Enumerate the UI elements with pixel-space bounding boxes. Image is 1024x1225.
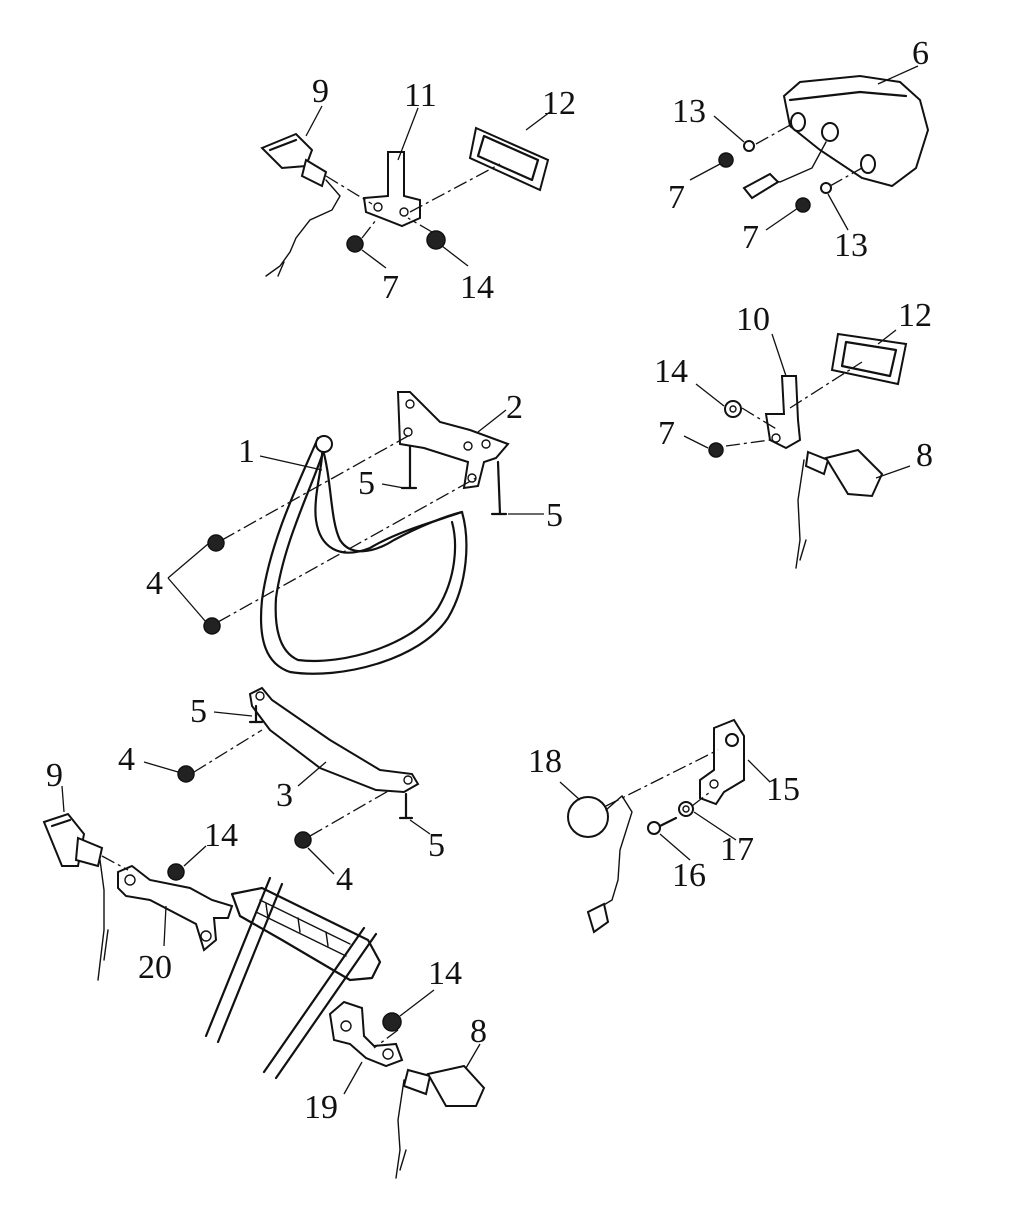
callout-12-top: 12 (542, 85, 576, 122)
callout-13-lower: 13 (834, 227, 868, 264)
callout-5-lower-right: 5 (428, 827, 445, 864)
callout-7-tail-lower: 7 (742, 219, 759, 256)
callout-17: 17 (720, 831, 754, 868)
callout-12-right: 12 (898, 297, 932, 334)
callout-8-lower: 8 (470, 1013, 487, 1050)
callout-11: 11 (404, 77, 437, 114)
reflector-part-12-right (830, 332, 908, 386)
callout-13-upper: 13 (672, 93, 706, 130)
callout-14-lower-left: 14 (204, 817, 238, 854)
callout-9-top: 9 (312, 73, 329, 110)
bracket-part-2 (396, 391, 510, 490)
callout-14-right: 14 (654, 353, 688, 390)
reflector-part-12-top (468, 126, 550, 192)
callout-14-lower-right: 14 (428, 955, 462, 992)
callout-7-top-left: 7 (382, 269, 399, 306)
bracket-part-3 (248, 686, 420, 820)
callout-5-upper-left: 5 (358, 465, 375, 502)
nuts-part-4-upper (203, 534, 225, 635)
callout-5-upper-right: 5 (546, 497, 563, 534)
callout-1: 1 (238, 433, 255, 470)
callout-14-top-left: 14 (460, 269, 494, 306)
turn-signal-part-8-lower (395, 1064, 486, 1179)
bracket-part-15 (699, 718, 745, 806)
turn-signal-part-9-top (260, 132, 341, 277)
turn-signal-part-8-right (795, 448, 884, 569)
callout-18: 18 (528, 743, 562, 780)
callout-4-lower-right: 4 (336, 861, 353, 898)
callout-2: 2 (506, 389, 523, 426)
frame-tubes (204, 876, 382, 1080)
stay-part-19 (328, 1000, 404, 1068)
callout-10: 10 (736, 301, 770, 338)
stay-part-20 (117, 863, 234, 952)
callout-9-lower: 9 (46, 757, 63, 794)
callout-7-right: 7 (658, 415, 675, 452)
callout-20: 20 (138, 949, 172, 986)
callout-7-tail-upper: 7 (668, 179, 685, 216)
bracket-part-10 (764, 375, 802, 450)
tail-light-part-6 (718, 74, 930, 213)
callout-6: 6 (912, 35, 929, 72)
callout-15: 15 (766, 771, 800, 808)
callout-4-upper: 4 (146, 565, 163, 602)
callout-5-lower-left: 5 (190, 693, 207, 730)
license-light-part-18 (567, 794, 633, 934)
callout-4-lower-left: 4 (118, 741, 135, 778)
nuts-part-4-lower (177, 765, 312, 849)
callout-3: 3 (276, 777, 293, 814)
callout-16: 16 (672, 857, 706, 894)
screws-part-5-upper (400, 444, 508, 516)
turn-signal-part-9-lower (42, 812, 109, 981)
nuts-top-left (346, 230, 446, 253)
headlight-part-1 (259, 435, 468, 675)
washer-part-17 (678, 801, 694, 817)
callout-8-right: 8 (916, 437, 933, 474)
callout-19: 19 (304, 1089, 338, 1126)
bracket-part-11 (362, 151, 421, 228)
bolt-part-16 (647, 816, 678, 835)
washer-and-nut-right (708, 400, 742, 458)
